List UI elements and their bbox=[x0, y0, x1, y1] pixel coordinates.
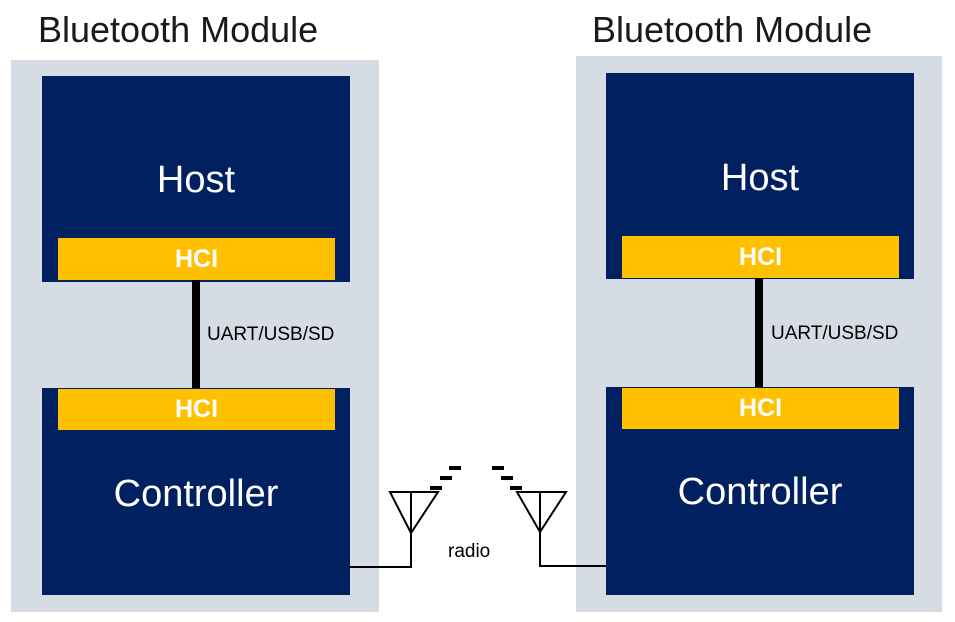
antenna-icon-right bbox=[515, 491, 606, 567]
radio-waves-icon bbox=[430, 466, 522, 490]
radio-label: radio bbox=[448, 541, 491, 562]
bus-label-left: UART/USB/SD bbox=[207, 324, 335, 345]
bus-line-left bbox=[192, 280, 200, 388]
module-title-right: Bluetooth Module bbox=[592, 9, 873, 50]
bus-label-right: UART/USB/SD bbox=[771, 323, 899, 344]
host-label-left: Host bbox=[156, 159, 236, 201]
host-hci-right: HCI bbox=[622, 236, 899, 278]
bus-line-right bbox=[755, 278, 763, 387]
controller-label-right: Controller bbox=[677, 471, 843, 513]
host-hci-left: HCI bbox=[58, 238, 335, 280]
controller-hci-left: HCI bbox=[58, 389, 335, 430]
host-label-right: Host bbox=[720, 157, 800, 199]
controller-hci-right: HCI bbox=[622, 388, 899, 429]
antenna-icon-left bbox=[349, 491, 440, 568]
module-title-left: Bluetooth Module bbox=[38, 9, 319, 50]
controller-label-left: Controller bbox=[113, 473, 279, 515]
